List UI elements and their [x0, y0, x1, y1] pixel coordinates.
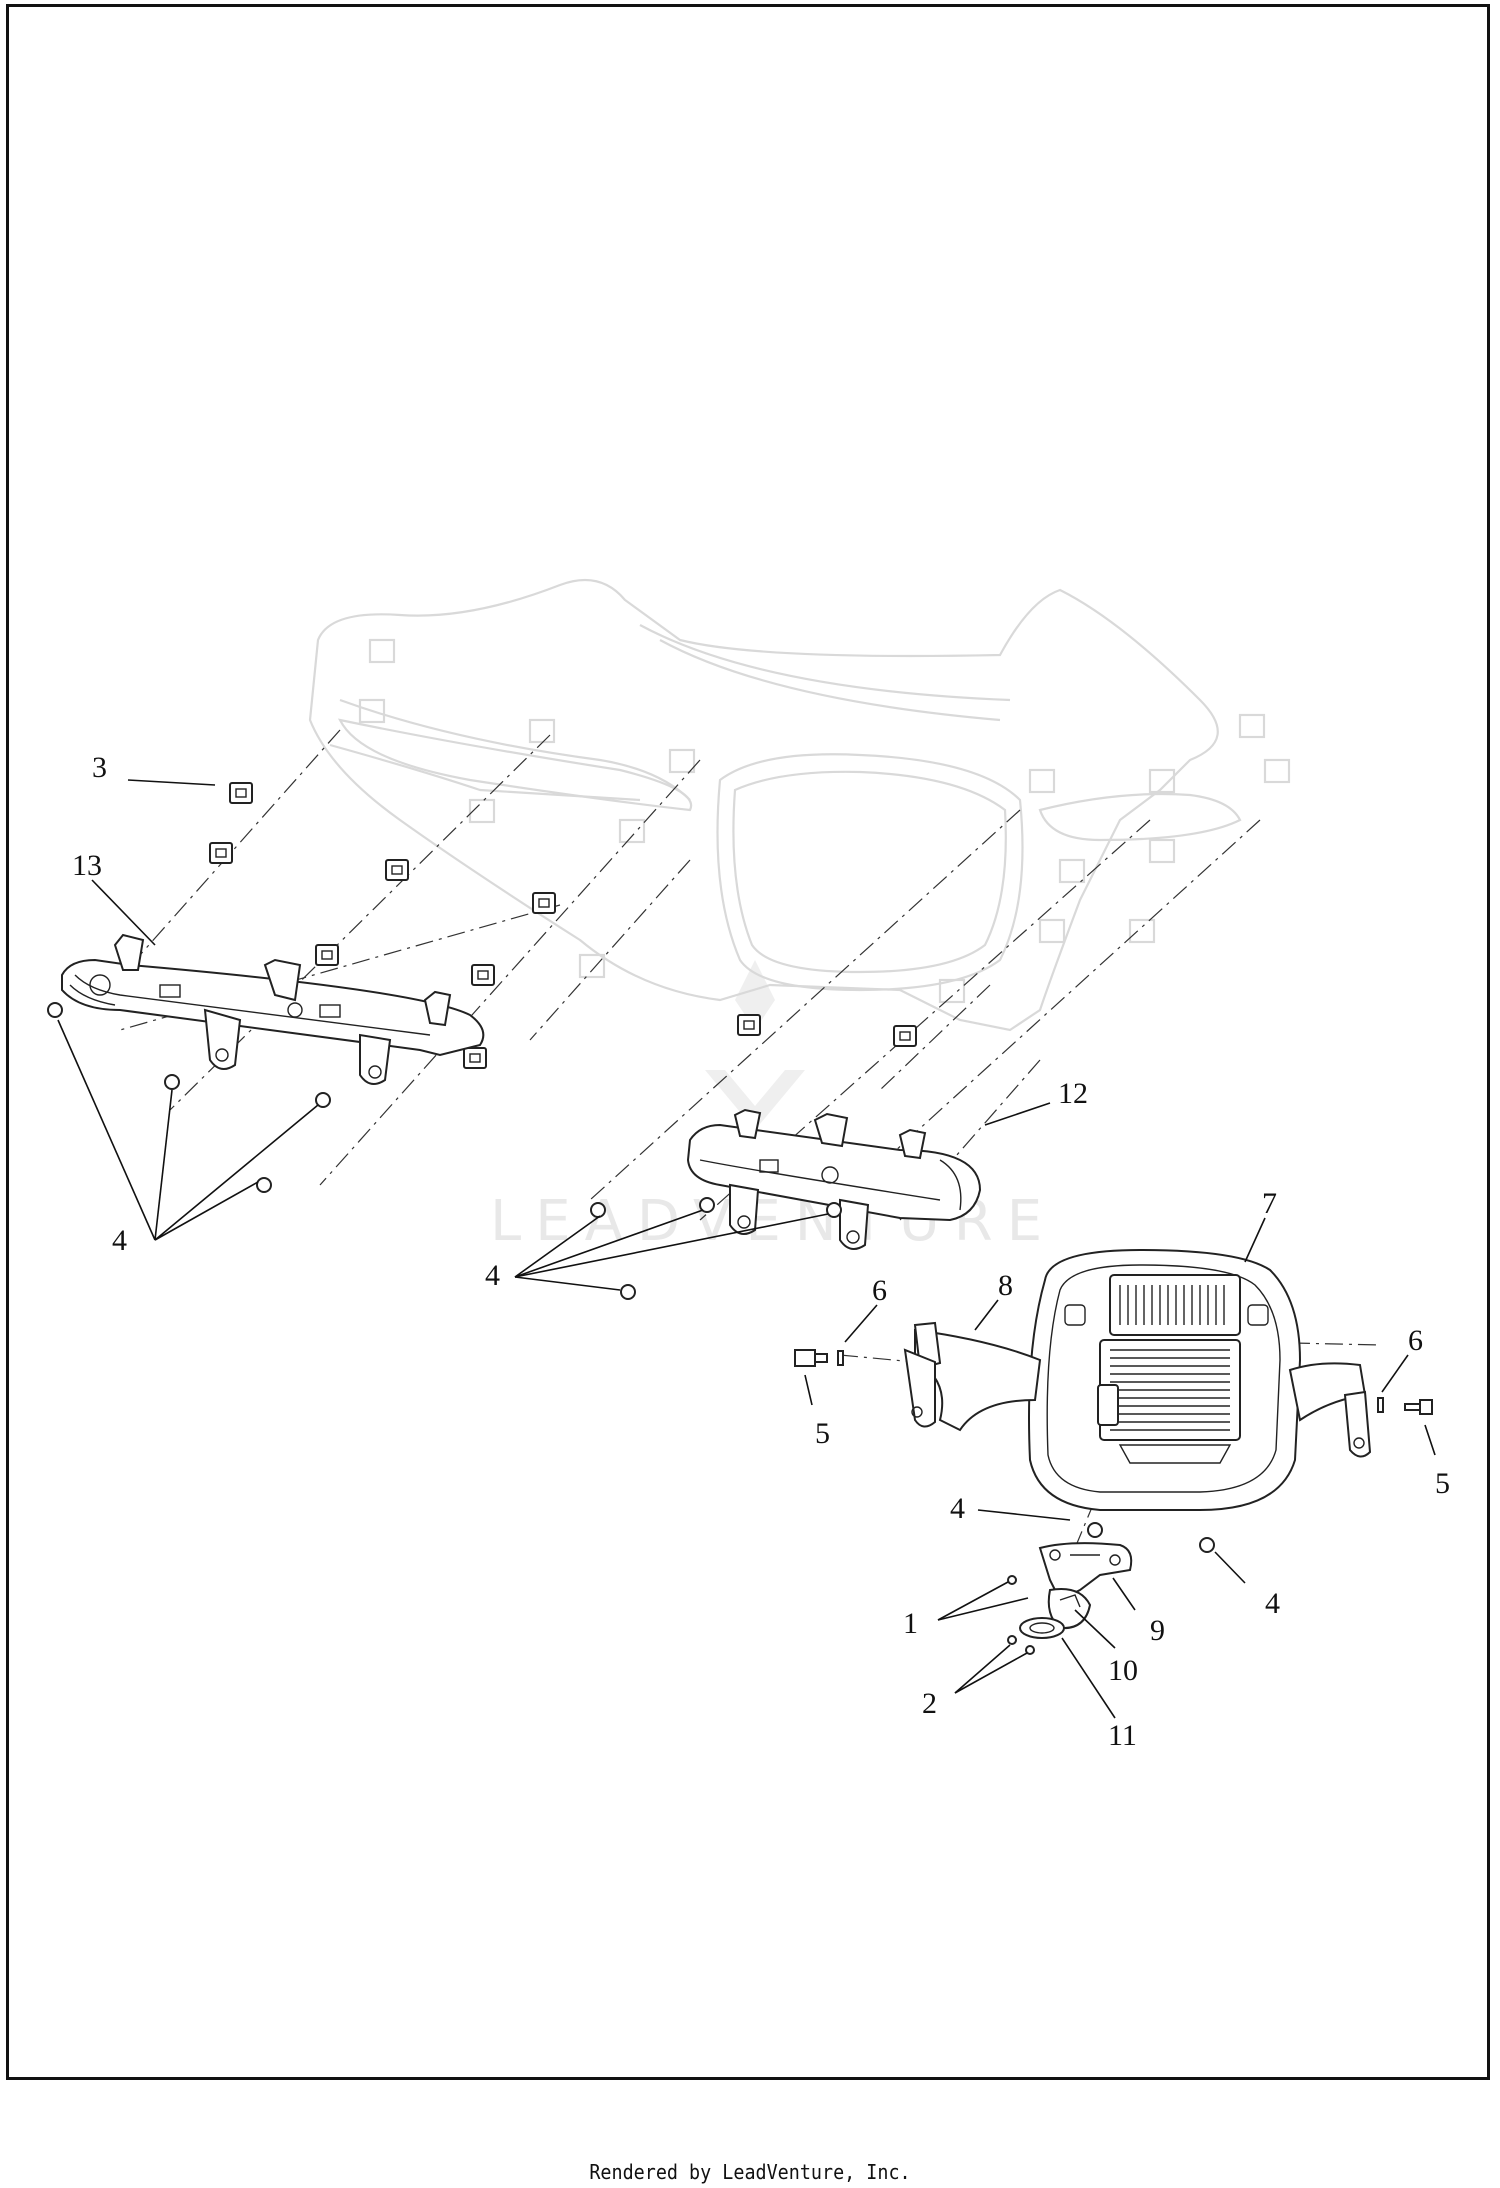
footer-credit: Rendered by LeadVenture, Inc.	[589, 2160, 911, 2184]
left-bracket	[61, 933, 485, 1085]
callout-3: 3	[92, 751, 107, 784]
callout-10: 10	[1108, 1654, 1138, 1687]
clip-nuts	[209, 782, 917, 1069]
callout-13: 13	[72, 849, 102, 882]
callout-11: 11	[1108, 1719, 1137, 1752]
callout-4: 4	[485, 1259, 500, 1292]
outer-fairing-ghost	[308, 578, 1291, 1032]
callout-8: 8	[998, 1269, 1013, 1302]
callout-labels: 3 13 4 12 4 7 6 8 6 5 5 4 4 1 9 10 2 11	[72, 751, 1450, 1752]
bottom-parts	[1007, 1542, 1133, 1655]
callout-6: 6	[1408, 1324, 1423, 1357]
callout-4: 4	[112, 1224, 127, 1257]
callout-6: 6	[872, 1274, 887, 1307]
leader-lines	[57, 779, 1436, 1719]
callout-7: 7	[1262, 1187, 1277, 1220]
callout-5: 5	[815, 1417, 830, 1450]
right-bracket	[686, 1108, 982, 1250]
radio-housing	[1028, 1248, 1302, 1511]
callout-4: 4	[1265, 1587, 1280, 1620]
flange-nuts	[47, 1002, 1215, 1553]
screws-washers	[794, 1349, 1433, 1415]
callout-9: 9	[1150, 1614, 1165, 1647]
callout-1: 1	[903, 1607, 918, 1640]
callout-2: 2	[922, 1687, 937, 1720]
watermark-logo	[705, 960, 805, 1130]
diagram-frame	[6, 4, 1490, 2080]
callout-12: 12	[1058, 1077, 1088, 1110]
mount-bracket	[903, 1321, 1372, 1458]
callout-5: 5	[1435, 1467, 1450, 1500]
callout-4: 4	[950, 1492, 965, 1525]
